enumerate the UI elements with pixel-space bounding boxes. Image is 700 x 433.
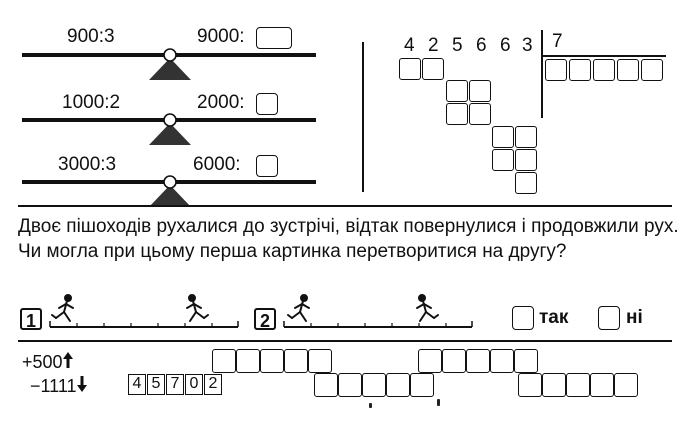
balance-right-label: 2000: [197, 92, 245, 113]
balance-fulcrum [149, 113, 191, 145]
start-digit: 4 [128, 374, 146, 395]
start-digit: 7 [166, 374, 184, 395]
section-divider [18, 340, 672, 342]
problem-text: Двоє пішоходів рухалися до зустрічі, від… [18, 216, 679, 262]
chain-box[interactable] [442, 349, 466, 373]
plus-label: +500 [22, 352, 73, 372]
balance-fulcrum [149, 175, 191, 207]
balance-right-label: 9000: [197, 26, 245, 47]
chain-box[interactable] [514, 349, 538, 373]
plus-value: +500 [22, 352, 63, 372]
no-checkbox[interactable] [598, 306, 620, 330]
chain-box[interactable] [418, 349, 442, 373]
yes-label: так [539, 307, 569, 328]
balance-left-label: 3000:3 [58, 154, 117, 175]
quotient-box[interactable] [617, 59, 639, 81]
arrow-down-icon [76, 376, 87, 392]
chain-box[interactable] [466, 349, 490, 373]
step-box[interactable] [515, 172, 537, 194]
chain-box[interactable] [566, 373, 590, 397]
chain-box[interactable] [614, 373, 638, 397]
no-label: ні [626, 307, 643, 328]
dividend-digit: 6 [500, 35, 511, 56]
dividend-digit: 3 [522, 35, 533, 56]
chain-box[interactable] [386, 373, 410, 397]
chain-box[interactable] [308, 349, 332, 373]
ink-speck [437, 399, 440, 406]
chain-box[interactable] [542, 373, 566, 397]
chain-box[interactable] [410, 373, 434, 397]
step-box[interactable] [492, 126, 514, 148]
chain-box[interactable] [260, 349, 284, 373]
step-box[interactable] [469, 103, 491, 125]
chain-box[interactable] [338, 373, 362, 397]
section-divider [18, 205, 672, 207]
dividend-digit: 4 [404, 35, 415, 56]
start-digit: 5 [147, 374, 165, 395]
balance-left-label: 1000:2 [62, 92, 121, 113]
answer-box[interactable] [256, 27, 292, 49]
dividend-digit: 2 [428, 35, 439, 56]
chain-box[interactable] [362, 373, 386, 397]
step-box[interactable] [492, 149, 514, 171]
arrow-up-icon [62, 352, 73, 368]
start-digit: 0 [185, 374, 203, 395]
yes-checkbox[interactable] [512, 306, 534, 330]
quotient-box[interactable] [593, 59, 615, 81]
balance-right-label: 6000: [193, 154, 241, 175]
division-bracket-horizontal [541, 55, 666, 57]
quotient-box[interactable] [569, 59, 591, 81]
chain-box[interactable] [490, 349, 514, 373]
chain-box[interactable] [590, 373, 614, 397]
division-bracket-vertical [541, 30, 543, 118]
step-box[interactable] [422, 58, 444, 80]
divisor: 7 [552, 31, 563, 52]
chain-box[interactable] [314, 373, 338, 397]
chain-box[interactable] [212, 349, 236, 373]
step-box[interactable] [446, 80, 468, 102]
step-box[interactable] [515, 149, 537, 171]
quotient-box[interactable] [641, 59, 663, 81]
chain-box[interactable] [236, 349, 260, 373]
step-box[interactable] [469, 80, 491, 102]
minus-label: −1111 [30, 376, 87, 396]
picture-2-number-line [283, 294, 473, 328]
step-box[interactable] [515, 126, 537, 148]
quotient-box[interactable] [545, 59, 567, 81]
ink-speck [369, 403, 372, 408]
picture-1-number-line [49, 294, 239, 328]
answer-box[interactable] [256, 93, 278, 115]
minus-value: −1111 [30, 376, 77, 396]
start-digit: 2 [204, 374, 222, 395]
balance-fulcrum [149, 48, 191, 80]
step-box[interactable] [446, 103, 468, 125]
section-divider [362, 42, 364, 192]
picture-2-badge: 2 [254, 308, 276, 331]
picture-1-badge: 1 [20, 308, 42, 331]
answer-box[interactable] [256, 155, 278, 177]
chain-box[interactable] [284, 349, 308, 373]
balance-left-label: 900:3 [67, 26, 115, 47]
dividend-digit: 6 [476, 35, 487, 56]
step-box[interactable] [399, 58, 421, 80]
dividend-digit: 5 [452, 35, 463, 56]
chain-box[interactable] [518, 373, 542, 397]
